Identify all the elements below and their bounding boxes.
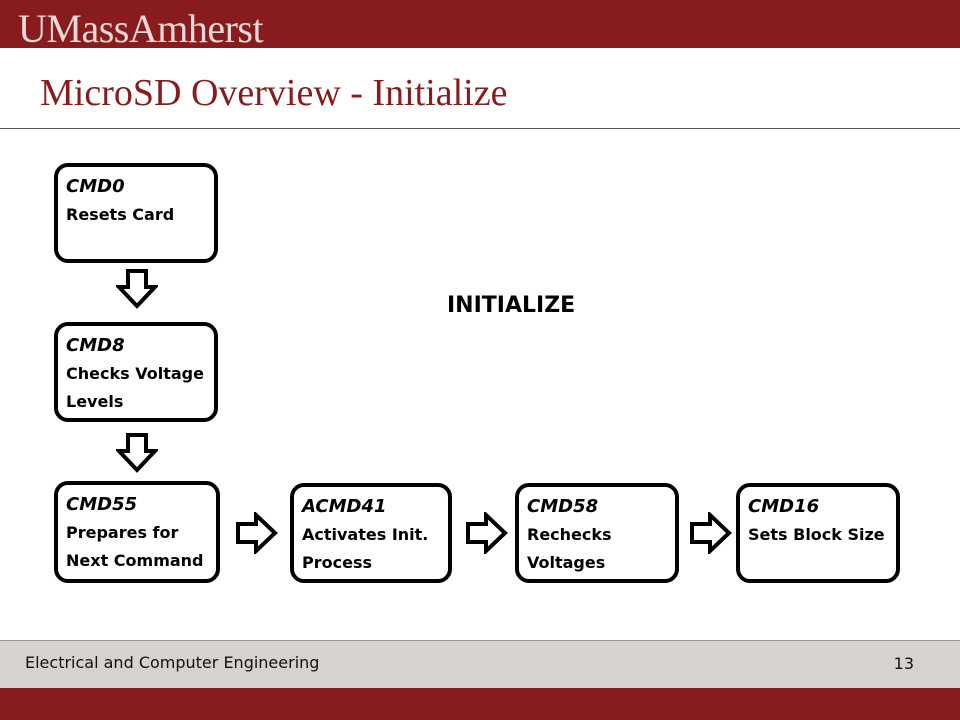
page-number: 13 (893, 654, 914, 673)
footer-band (0, 640, 960, 689)
step-description: Activates Init. Process (302, 525, 429, 572)
step-description: Checks Voltage Levels (66, 364, 204, 411)
step-code: CMD0 (66, 176, 125, 197)
step-cmd8: CMD8 Checks Voltage Levels (54, 322, 218, 422)
step-cmd16: CMD16 Sets Block Size (736, 483, 900, 583)
title-divider (0, 128, 960, 129)
step-description: Prepares for Next Command (66, 523, 204, 570)
university-logo: UMassAmherst (18, 6, 264, 48)
slide-title: MicroSD Overview - Initialize (40, 72, 508, 114)
step-description: Resets Card (66, 205, 175, 224)
step-code: ACMD41 (302, 496, 387, 517)
step-cmd0: CMD0 Resets Card (54, 163, 218, 263)
step-cmd58: CMD58 Rechecks Voltages (515, 483, 679, 583)
step-acmd41: ACMD41 Activates Init. Process (290, 483, 452, 583)
step-description: Rechecks Voltages (527, 525, 612, 572)
arrow-right-icon (236, 512, 278, 554)
step-description: Sets Block Size (748, 525, 885, 544)
bottom-bar (0, 688, 960, 720)
step-code: CMD55 (66, 494, 138, 515)
arrow-down-icon (116, 269, 158, 309)
header-bar: UMassAmherst (0, 0, 960, 48)
footer-department: Electrical and Computer Engineering (25, 653, 320, 672)
diagram-heading: INITIALIZE (447, 293, 576, 318)
step-code: CMD16 (748, 496, 820, 517)
arrow-right-icon (466, 512, 508, 554)
arrow-down-icon (116, 433, 158, 473)
step-code: CMD58 (527, 496, 599, 517)
arrow-right-icon (690, 512, 732, 554)
step-code: CMD8 (66, 335, 125, 356)
step-cmd55: CMD55 Prepares for Next Command (54, 481, 220, 583)
